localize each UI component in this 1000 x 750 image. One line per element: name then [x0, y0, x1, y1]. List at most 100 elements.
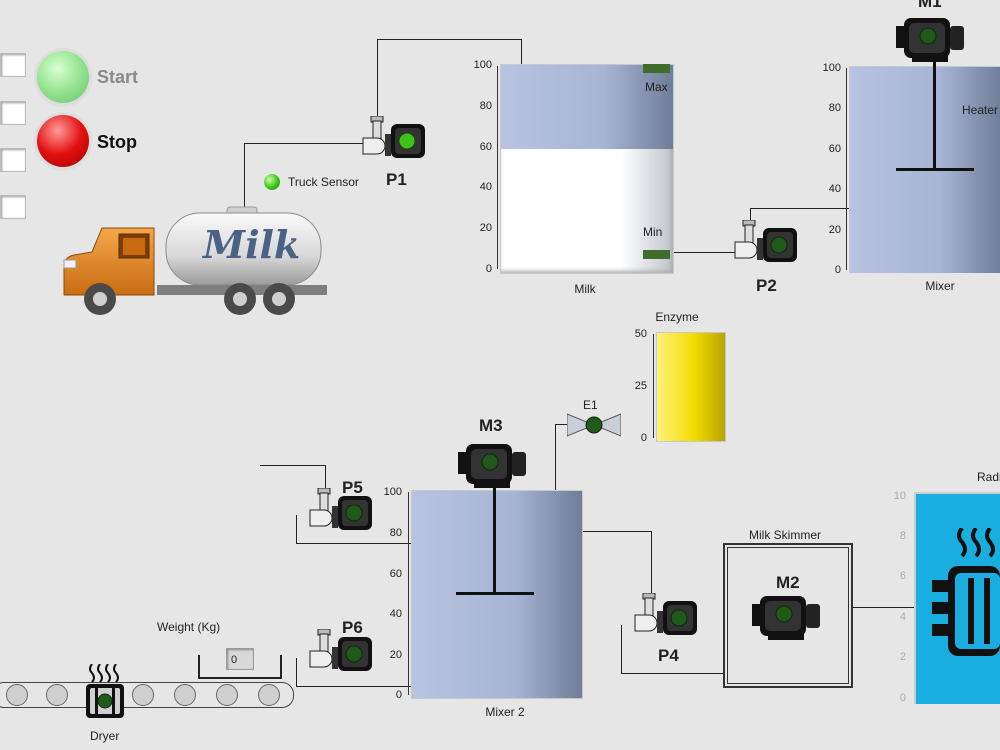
mixer-tick-80: 80	[828, 102, 841, 114]
pump-p6-label: P6	[342, 618, 363, 637]
stop-label: Stop	[97, 132, 137, 152]
motor-m2-label: M2	[776, 573, 800, 592]
conveyor-belt	[0, 682, 294, 708]
mixer2-agitator-blade	[456, 592, 534, 595]
dryer-icon[interactable]	[82, 664, 128, 722]
conveyor-roller	[258, 684, 280, 706]
milk-max-label: Max	[645, 80, 668, 94]
conveyor-roller	[132, 684, 154, 706]
conveyor-roller	[6, 684, 28, 706]
mixer-tick-60: 60	[828, 143, 841, 155]
conveyor-roller	[174, 684, 196, 706]
pump-p1-label: P1	[386, 170, 407, 189]
milk-scale-axis	[497, 66, 498, 269]
mixer-scale-axis	[846, 68, 847, 270]
enzyme-scale-axis	[653, 334, 654, 438]
indicator-box-2	[0, 101, 26, 125]
radiator-tick-0: 0	[899, 692, 906, 704]
pipe-p5-to-mixer2	[296, 515, 413, 544]
mixer-tick-20: 20	[828, 224, 841, 236]
pump-p4-icon[interactable]	[633, 593, 701, 639]
pump-p2-icon[interactable]	[733, 220, 801, 266]
truck-tank-text: Milk	[203, 222, 301, 267]
pump-p5-label: P5	[342, 478, 363, 497]
conveyor-roller	[216, 684, 238, 706]
mixer2-tick-60: 60	[389, 568, 402, 580]
enzyme-tank-label: Enzyme	[655, 310, 699, 324]
truck-sensor-led	[264, 174, 280, 190]
mixer2-agitator-shaft	[493, 488, 496, 594]
radiator-tick-2: 2	[899, 651, 906, 663]
mixer-heater-label: Heater	[962, 103, 999, 117]
weight-label: Weight (Kg)	[157, 620, 221, 634]
motor-m1-label: M1	[918, 0, 942, 11]
motor-m1-icon[interactable]	[894, 12, 968, 64]
pump-p1-icon[interactable]	[361, 116, 429, 162]
pipe-mixer2-to-valve	[555, 424, 570, 493]
valve-e1-icon[interactable]	[567, 412, 621, 438]
radiator-tick-8: 8	[899, 530, 906, 542]
motor-m3-icon[interactable]	[456, 438, 530, 490]
radiator-heater-icon	[932, 528, 1000, 656]
weight-value: 0	[231, 654, 238, 666]
milk-tank	[500, 64, 674, 274]
milk-tick-80: 80	[479, 100, 492, 112]
pipe-skimmer-to-radiator	[851, 607, 917, 609]
pipe-p2-to-mixer	[750, 208, 851, 229]
stop-button[interactable]	[37, 115, 89, 167]
mixer-tick-40: 40	[828, 183, 841, 195]
valve-e1-label: E1	[583, 398, 598, 412]
milk-tank-fill	[501, 65, 673, 149]
radiator-tick-6: 6	[899, 570, 906, 582]
start-button[interactable]	[37, 51, 89, 103]
dryer-label: Dryer	[90, 729, 120, 743]
mixer-tick-100: 100	[822, 62, 841, 74]
enzyme-tick-0: 0	[640, 432, 647, 444]
weight-scale-tray	[198, 655, 282, 679]
truck-sensor-label: Truck Sensor	[288, 175, 359, 189]
pipe-milk-to-p2	[671, 252, 741, 254]
enzyme-tank	[656, 332, 726, 442]
mixer-agitator-blade	[896, 168, 974, 171]
indicator-box-4	[0, 195, 26, 219]
pump-p4-label: P4	[658, 646, 679, 665]
milk-tick-60: 60	[479, 141, 492, 153]
milk-tick-40: 40	[479, 181, 492, 193]
motor-m2-icon[interactable]	[750, 590, 824, 642]
pipe-p6-outlet	[296, 658, 413, 687]
milk-tick-20: 20	[479, 222, 492, 234]
enzyme-tick-50: 50	[634, 328, 647, 340]
radiator-tick-10: 10	[893, 490, 906, 502]
milk-max-indicator	[643, 64, 670, 73]
pump-p6-icon[interactable]	[308, 629, 376, 675]
mixer2-scale-axis	[408, 492, 409, 695]
mixer2-tick-40: 40	[389, 608, 402, 620]
milk-truck-icon	[63, 206, 327, 315]
radiator-label: Radi	[977, 470, 1000, 484]
milk-min-indicator	[643, 250, 670, 259]
mixer-agitator-shaft	[933, 62, 936, 170]
milk-tick-0: 0	[485, 263, 492, 275]
indicator-box-3	[0, 148, 26, 172]
milk-min-label: Min	[643, 225, 663, 239]
skimmer-label: Milk Skimmer	[749, 528, 821, 542]
mixer2-tick-0: 0	[395, 689, 402, 701]
pump-p2-label: P2	[756, 276, 777, 295]
weight-display: 0	[226, 648, 254, 670]
pump-p5-icon[interactable]	[308, 488, 376, 534]
milk-tank-label: Milk	[574, 282, 596, 296]
skimmer-frame	[723, 543, 853, 688]
mixer-tick-0: 0	[834, 264, 841, 276]
mixer2-tick-100: 100	[383, 486, 402, 498]
start-label: Start	[97, 67, 139, 87]
pipe-truck-to-p1	[244, 143, 365, 209]
milk-tick-100: 100	[473, 59, 492, 71]
pipe-mixer2-to-p4	[580, 531, 652, 600]
pipe-p5-inlet	[260, 465, 326, 496]
pipe-p4-to-skimmer	[621, 625, 725, 674]
enzyme-tick-25: 25	[634, 380, 647, 392]
radiator-tick-4: 4	[899, 611, 906, 623]
motor-m3-label: M3	[479, 416, 503, 435]
mixer2-tick-80: 80	[389, 527, 402, 539]
indicator-box-1	[0, 53, 26, 77]
